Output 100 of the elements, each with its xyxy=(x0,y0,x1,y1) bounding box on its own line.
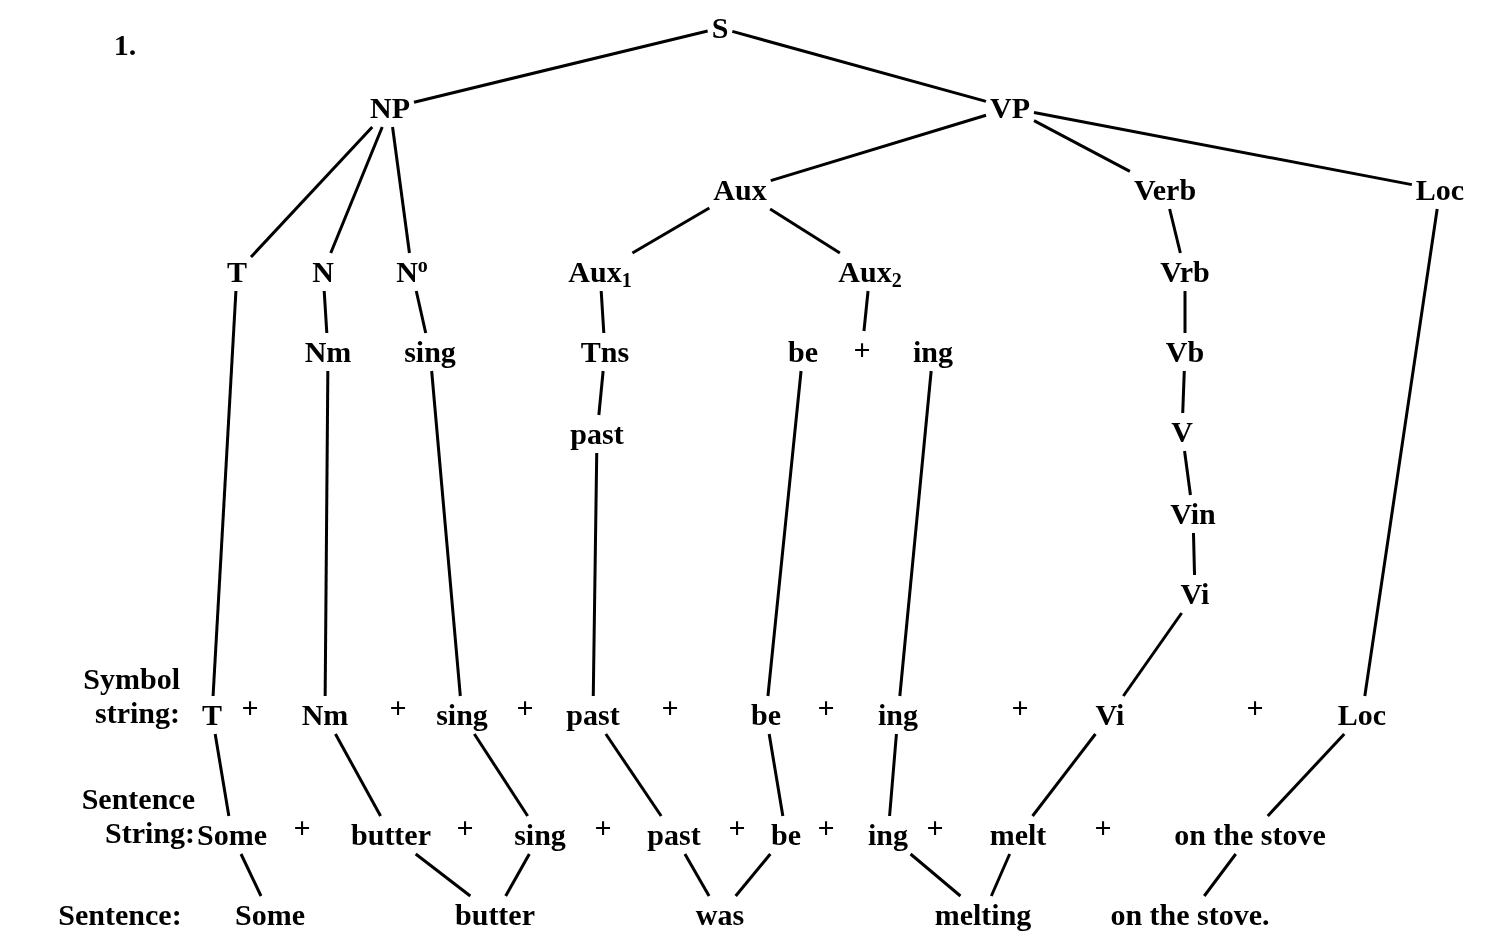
tree-branch xyxy=(213,733,231,817)
row-label: Symbol string: xyxy=(82,662,180,730)
row-label: + xyxy=(389,691,407,725)
tree-node-label: S xyxy=(709,11,731,45)
row-label: + xyxy=(516,691,534,725)
tree-branch xyxy=(599,290,606,334)
tree-branch xyxy=(1203,853,1237,897)
tree-node-label: was xyxy=(693,898,747,932)
tree-branch xyxy=(591,452,599,697)
tree-branch xyxy=(604,733,663,817)
row-label: + xyxy=(728,811,746,845)
tree-node-label: butter xyxy=(453,898,537,932)
tree-branch xyxy=(1122,612,1183,697)
tree-node-label: Aux$_{2}$ xyxy=(836,255,904,289)
row-label: + xyxy=(661,691,679,725)
tree-branch xyxy=(1033,111,1413,187)
tree-branch xyxy=(767,733,785,817)
tree-branch xyxy=(731,29,987,103)
tree-node-label: past xyxy=(564,698,622,732)
tree-branch xyxy=(1266,732,1346,818)
tree-branch xyxy=(414,852,472,898)
tree-branch xyxy=(413,29,708,104)
tree-branch xyxy=(322,290,329,334)
tree-node-label: Vi xyxy=(1178,577,1212,611)
tree-node-label: Vrb xyxy=(1158,255,1212,289)
tree-node-label: past xyxy=(568,417,626,451)
row-label: + xyxy=(241,691,259,725)
tree-node-label: sing xyxy=(512,818,568,852)
row-label: Sentence: xyxy=(58,898,182,932)
tree-branch xyxy=(473,733,529,817)
tree-branch xyxy=(249,125,374,258)
tree-node-label: N$^{o}$ xyxy=(394,255,430,289)
tree-branch xyxy=(211,290,238,697)
tree-node-label: Vin xyxy=(1168,497,1218,531)
tree-branch xyxy=(631,206,711,255)
tree-node-label: + xyxy=(851,333,873,367)
tree-node-label: Tns xyxy=(578,335,632,369)
tree-node-label: on the stove. xyxy=(1108,898,1272,932)
tree-branch xyxy=(323,371,330,696)
tree-node-label: ing xyxy=(866,818,910,852)
tree-branch xyxy=(391,126,411,254)
tree-node-label: ing xyxy=(876,698,920,732)
row-label: + xyxy=(1011,691,1029,725)
tree-branch xyxy=(989,853,1012,897)
tree-node-label: Loc xyxy=(1335,698,1389,732)
tree-branch xyxy=(504,853,531,897)
tree-branch xyxy=(770,113,987,183)
tree-node-label: ing xyxy=(911,335,955,369)
tree-node-label: Some xyxy=(195,818,269,852)
tree-branch xyxy=(1181,370,1186,414)
tree-node-label: NP xyxy=(368,91,412,125)
row-label: + xyxy=(594,811,612,845)
tree-node-label: Loc xyxy=(1413,173,1467,207)
tree-node-label: Vb xyxy=(1163,335,1207,369)
tree-branch xyxy=(862,290,870,332)
row-label: + xyxy=(817,691,835,725)
tree-branch xyxy=(430,370,462,697)
tree-branch xyxy=(334,733,382,817)
row-label: Sentence String: xyxy=(80,782,195,850)
tree-branch xyxy=(888,733,898,817)
tree-branch xyxy=(1033,119,1131,173)
tree-branch xyxy=(1183,450,1192,496)
tree-node-label: Aux$_{1}$ xyxy=(566,255,634,289)
tree-node-label: Vi xyxy=(1093,698,1127,732)
tree-node-label: sing xyxy=(434,698,490,732)
tree-node-label: T xyxy=(200,698,224,732)
tree-branch xyxy=(909,852,962,898)
row-label: + xyxy=(1094,811,1112,845)
row-label: + xyxy=(293,811,311,845)
tree-branch xyxy=(1191,532,1197,576)
tree-node-label: be xyxy=(769,818,803,852)
tree-node-label: on the stove xyxy=(1172,818,1328,852)
tree-branch xyxy=(683,853,711,897)
tree-node-label: N xyxy=(310,255,336,289)
tree-branch xyxy=(1183,291,1187,333)
tree-branch xyxy=(239,853,263,897)
tree-node-label: Aux xyxy=(711,173,769,207)
tree-node-label: melt xyxy=(987,818,1049,852)
tree-branch xyxy=(1031,733,1097,817)
tree-branch xyxy=(734,853,772,897)
tree-node-label: V xyxy=(1169,415,1195,449)
tree-branch xyxy=(769,207,841,255)
tree-branch xyxy=(597,370,605,416)
tree-node-label: sing xyxy=(402,335,458,369)
tree-node-label: past xyxy=(645,818,703,852)
tree-node-label: Nm xyxy=(302,335,354,369)
tree-branch xyxy=(898,370,933,697)
row-label: + xyxy=(456,811,474,845)
tree-branch xyxy=(1363,208,1439,697)
tree-node-label: be xyxy=(749,698,783,732)
tree-branch xyxy=(414,290,428,334)
tree-node-label: T xyxy=(225,255,249,289)
tree-branch xyxy=(329,126,384,254)
row-label: + xyxy=(817,811,835,845)
tree-node-label: be xyxy=(786,335,820,369)
tree-node-label: butter xyxy=(349,818,433,852)
tree-node-label: VP xyxy=(988,91,1032,125)
tree-node-label: Nm xyxy=(299,698,351,732)
tree-branch xyxy=(766,370,803,697)
row-label: + xyxy=(926,811,944,845)
